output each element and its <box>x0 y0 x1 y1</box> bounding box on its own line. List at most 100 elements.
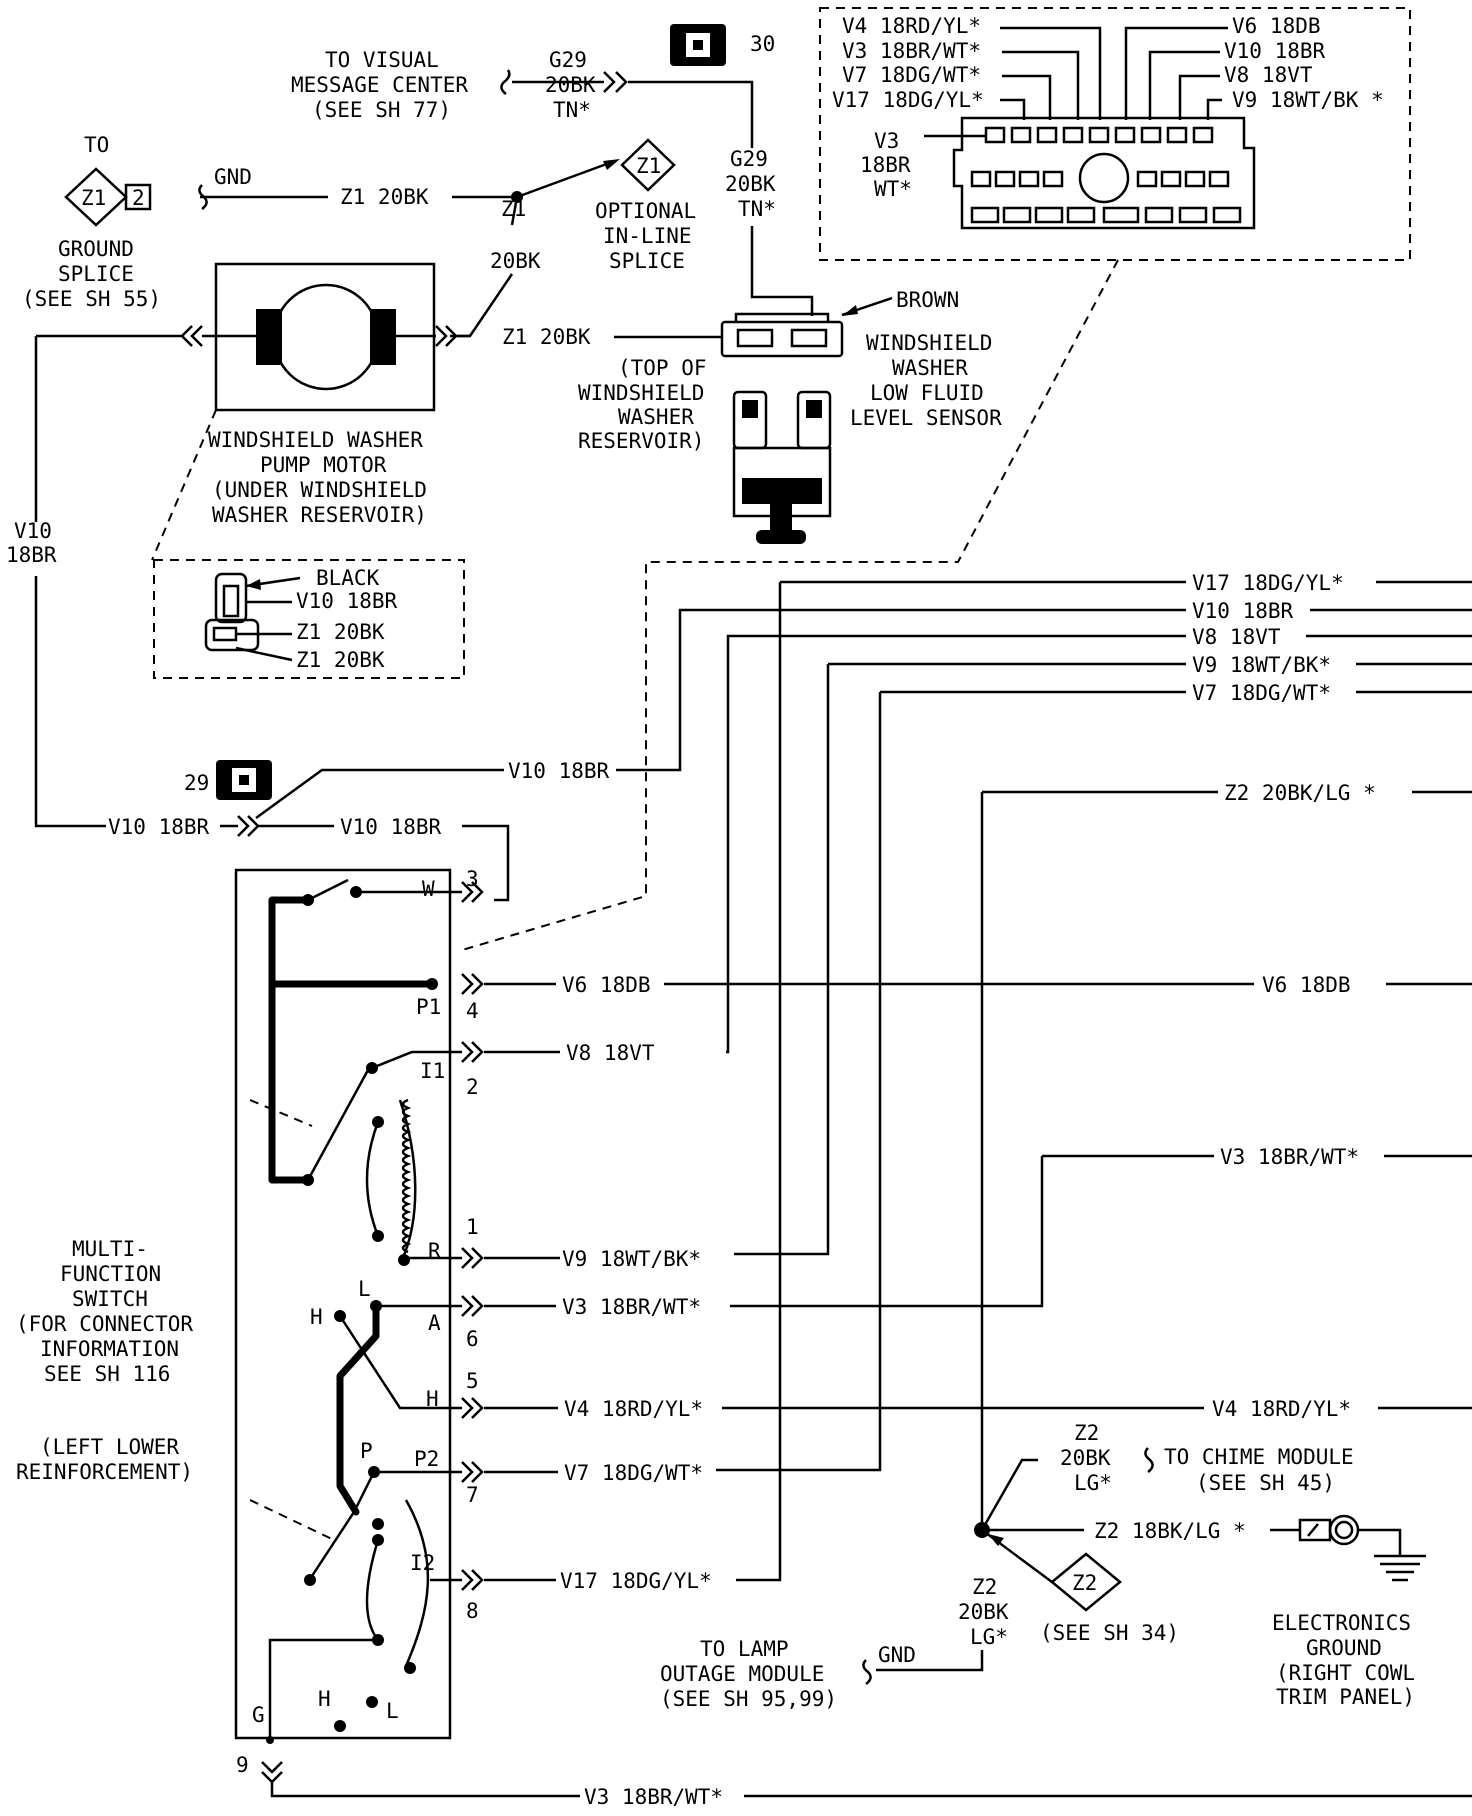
svg-text:Z1 20BK: Z1 20BK <box>296 620 385 644</box>
svg-text:V6 18DB: V6 18DB <box>1232 14 1321 38</box>
svg-text:9: 9 <box>236 1753 249 1777</box>
g29-label-top: G29 20BK TN* <box>545 48 596 122</box>
svg-text:8: 8 <box>466 1599 479 1623</box>
svg-text:20BK: 20BK <box>958 1600 1009 1624</box>
see-sh34-label: (SEE SH 34) <box>1040 1621 1179 1645</box>
ground-splice-label: GROUND SPLICE (SEE SH 55) <box>22 237 161 311</box>
multifunction-switch-body <box>234 868 452 1740</box>
svg-text:H: H <box>318 1687 331 1711</box>
svg-text:OPTIONAL: OPTIONAL <box>595 199 696 223</box>
svg-text:1: 1 <box>466 1215 479 1239</box>
z2-chime-label: Z2 20BK LG* <box>1060 1421 1112 1495</box>
wire-label-v7-right: V7 18DG/WT* <box>1192 681 1331 705</box>
svg-text:OUTAGE MODULE: OUTAGE MODULE <box>660 1662 824 1686</box>
reservoir-label: (TOP OF WINDSHIELD WASHER RESERVOIR) <box>578 356 707 453</box>
ground-splice-flag-icon: Z1 2 <box>64 167 152 227</box>
svg-text:(UNDER WINDSHIELD: (UNDER WINDSHIELD <box>212 478 427 502</box>
svg-text:GROUND: GROUND <box>58 237 134 261</box>
pump-connector-inset-icon <box>204 572 301 662</box>
wire-label-v3-right: V3 18BR/WT* <box>1220 1145 1359 1169</box>
svg-text:Z1: Z1 <box>636 154 661 178</box>
svg-text:Z1 20BK: Z1 20BK <box>296 648 385 672</box>
wire-label-v9-right: V9 18WT/BK* <box>1192 653 1331 677</box>
svg-text:L: L <box>386 1699 399 1723</box>
svg-text:7: 7 <box>466 1483 479 1507</box>
gnd-label: GND <box>214 165 252 189</box>
svg-text:WASHER RESERVOIR): WASHER RESERVOIR) <box>212 503 427 527</box>
switch-coil-icon <box>401 1098 412 1254</box>
washer-sensor-label: WINDSHIELD WASHER LOW FLUID LEVEL SENSOR <box>850 331 1002 430</box>
wire-label-v9-switch: V9 18WT/BK* <box>562 1247 701 1271</box>
v10-left-label: V10 18BR <box>6 519 57 567</box>
connector-30-label: 30 <box>750 32 775 56</box>
svg-text:RESERVOIR): RESERVOIR) <box>578 429 704 453</box>
wire-label-v8-switch: V8 18VT <box>566 1041 655 1065</box>
wire-label-v8-right: V8 18VT <box>1192 625 1281 649</box>
svg-text:LEVEL SENSOR: LEVEL SENSOR <box>850 406 1002 430</box>
switch-pin-labels: W P1 I1 R L A H H P P2 I2 H L G <box>252 877 445 1727</box>
svg-text:GROUND: GROUND <box>1306 1636 1382 1660</box>
svg-text:P2: P2 <box>414 1447 439 1471</box>
switch-pin-numbers: 3 4 2 1 6 5 7 8 9 <box>236 867 479 1777</box>
to-label: TO <box>84 133 109 157</box>
wire-label-v3-switch: V3 18BR/WT* <box>562 1295 701 1319</box>
z2-lower-label: Z2 20BK LG* <box>958 1575 1009 1649</box>
svg-text:G29: G29 <box>549 48 587 72</box>
svg-text:WASHER: WASHER <box>618 405 694 429</box>
pump-connector-inset-labels: BLACK V10 18BR Z1 20BK Z1 20BK <box>296 566 398 672</box>
svg-text:I1: I1 <box>420 1059 445 1083</box>
svg-text:L: L <box>358 1277 371 1301</box>
ground-symbol-icon <box>1374 1554 1426 1582</box>
svg-text:V7 18DG/WT*: V7 18DG/WT* <box>842 63 981 87</box>
svg-text:SPLICE: SPLICE <box>58 262 134 286</box>
wire-label-v7-switch: V7 18DG/WT* <box>564 1461 703 1485</box>
svg-text:FUNCTION: FUNCTION <box>60 1262 161 1286</box>
switch-internal-contacts <box>249 878 462 1740</box>
svg-text:REINFORCEMENT): REINFORCEMENT) <box>16 1460 193 1484</box>
wire-label-v17-right: V17 18DG/YL* <box>1192 571 1344 595</box>
svg-text:V10: V10 <box>14 519 52 543</box>
v10-18br-label-c: V10 18BR <box>340 815 442 839</box>
svg-text:LG*: LG* <box>970 1625 1008 1649</box>
svg-text:IN-LINE: IN-LINE <box>603 224 692 248</box>
washer-sensor-connector-icon <box>720 312 844 358</box>
v10-18br-label-b: V10 18BR <box>508 759 610 783</box>
svg-text:R: R <box>428 1239 441 1263</box>
svg-text:P1: P1 <box>416 995 441 1019</box>
z1-20bk-label-a: Z1 20BK <box>340 185 429 209</box>
brown-label: BROWN <box>896 288 959 312</box>
multifunction-connector-view <box>819 7 1411 261</box>
wire-label-v10-right: V10 18BR <box>1192 599 1294 623</box>
svg-text:TRIM PANEL): TRIM PANEL) <box>1276 1685 1415 1709</box>
svg-text:TO LAMP: TO LAMP <box>700 1637 789 1661</box>
optional-splice-label: OPTIONAL IN-LINE SPLICE <box>595 199 696 273</box>
svg-text:TN*: TN* <box>553 98 591 122</box>
svg-text:(SEE SH 45): (SEE SH 45) <box>1196 1471 1335 1495</box>
svg-text:W: W <box>422 877 435 901</box>
svg-text:(SEE SH 77): (SEE SH 77) <box>312 98 451 122</box>
z2-18bk-label: Z2 18BK/LG * <box>1094 1519 1246 1543</box>
wire-label-v4-right: V4 18RD/YL* <box>1212 1397 1351 1421</box>
svg-text:2: 2 <box>466 1075 479 1099</box>
svg-text:H: H <box>310 1305 323 1329</box>
svg-text:P: P <box>360 1439 373 1463</box>
v10-18br-label-a: V10 18BR <box>108 815 210 839</box>
svg-text:WINDSHIELD WASHER: WINDSHIELD WASHER <box>208 428 423 452</box>
svg-text:(TOP OF: (TOP OF <box>618 356 707 380</box>
svg-text:(SEE SH 55): (SEE SH 55) <box>22 287 161 311</box>
switch-terminal-chevrons <box>261 881 484 1784</box>
svg-text:BLACK: BLACK <box>316 566 380 590</box>
svg-text:18BR: 18BR <box>860 153 911 177</box>
svg-text:2: 2 <box>132 186 145 210</box>
svg-text:G: G <box>252 1703 265 1727</box>
svg-text:V3: V3 <box>874 129 899 153</box>
connector-face-icon <box>952 116 1256 230</box>
svg-text:SWITCH: SWITCH <box>72 1287 148 1311</box>
wire-label-z2-right: Z2 20BK/LG * <box>1224 781 1376 805</box>
svg-text:6: 6 <box>466 1327 479 1351</box>
svg-text:LOW FLUID: LOW FLUID <box>870 381 984 405</box>
svg-text:Z2: Z2 <box>1072 1571 1097 1595</box>
optional-splice-flag-icon: Z1 <box>620 138 676 192</box>
gnd-lower-label: GND <box>878 1643 916 1667</box>
svg-text:V10 18BR: V10 18BR <box>1224 39 1326 63</box>
